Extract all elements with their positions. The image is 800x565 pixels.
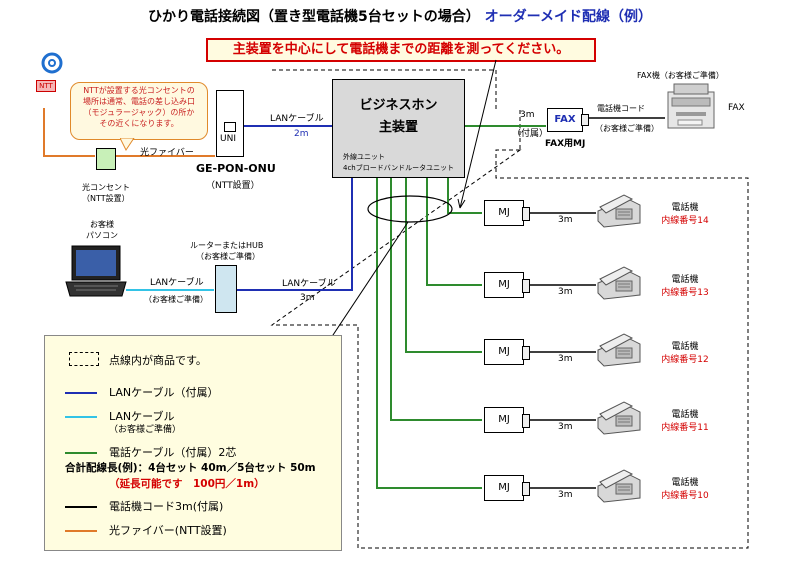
phone-name: 電話機 [671,410,699,420]
title-order: オーダーメイド配線（例） [484,9,653,25]
cord-length: 3m [558,215,573,225]
phone-extension: 内線番号12 [661,355,709,365]
fax-cord-label: 電話機コード [597,104,645,113]
ntt-tag: NTT [36,80,56,92]
mj-jack-icon [522,346,530,360]
ntt-logo-icon [41,52,63,74]
phone-name: 電話機 [671,478,699,488]
phone-label: 電話機内線番号12 [650,339,720,365]
fax-link-note: （付属） [512,129,549,139]
pc-label1: お客様 [90,220,114,229]
phone-extension: 内線番号10 [661,491,709,501]
callout-tail [120,138,135,151]
onu-sub: （NTT設置） [206,181,260,191]
mj-jack-icon [522,279,530,293]
title-main: ひかり電話接続図（置き型電話機5台セットの場合） [147,9,480,25]
phone-extension: 内線番号13 [661,288,709,298]
fax-link-length: 3m [520,110,535,120]
mj-jack-icon [522,207,530,221]
cord-length: 3m [558,490,573,500]
laptop-icon [65,245,127,297]
pc-label2: パソコン [86,231,118,240]
outlet-label: 光コンセント [82,183,130,192]
cord-length: 3m [558,422,573,432]
tel-line-3 [405,176,482,353]
mj-box: MJ [484,272,524,298]
mj-box: MJ [484,339,524,365]
pc-lan-note: （お客様ご準備） [144,295,208,304]
legend: 点線内が商品です。 LANケーブル（付属） LANケーブル （お客様ご準備） 電… [44,335,342,551]
lan-top-length: 2m [294,129,309,139]
telephone-icon [597,469,641,503]
main-unit-title1: ビジネスホン [359,98,438,113]
telephone-icon [597,333,641,367]
cord-length: 3m [558,287,573,297]
phone-label: 電話機内線番号10 [650,475,720,501]
uni-port-icon [224,122,236,132]
legend-dashed-swatch [69,352,99,366]
phone-name: 電話機 [671,203,699,213]
mj-jack-icon [522,414,530,428]
legend-total-length: 合計配線長(例)：4台セット 40m／5台セット 50m [65,462,316,474]
pc-lan-label: LANケーブル [150,278,204,288]
phone-name: 電話機 [671,275,699,285]
telephone-icon [597,266,641,300]
ntt-callout: NTTが設置する光コンセントの 場所は通常、電話の差し込み口 （モジュラージャッ… [70,82,208,140]
phone-label: 電話機内線番号14 [650,200,720,226]
lan-bottom-length: 3m [300,293,315,303]
tel-line-4 [390,176,482,421]
main-unit: ビジネスホン 主装置 外線ユニット 4chブロードバンドルータユニット [332,79,465,178]
tel-line-1 [447,176,482,214]
fax-machine-title: FAX機（お客様ご準備） [637,71,724,80]
fax-mj-caption: FAX用MJ [545,139,586,149]
phone-extension: 内線番号14 [661,216,709,226]
tel-line-5 [376,176,482,489]
phone-label: 電話機内線番号13 [650,272,720,298]
phone-extension: 内線番号11 [661,423,709,433]
optical-outlet [96,148,116,170]
phone-name: 電話機 [671,342,699,352]
lan-bottom-label: LANケーブル [282,279,336,289]
cord-length: 3m [558,354,573,364]
page-title: ひかり電話接続図（置き型電話機5台セットの場合） オーダーメイド配線（例） [0,6,800,26]
arrow-banner [459,59,497,209]
fax-machine-icon [667,83,715,129]
outlet-sub: （NTT設置） [82,194,130,203]
mj-box: MJ [484,407,524,433]
router-label: ルーターまたはHUB [190,241,264,250]
uni-label: UNI [220,134,236,144]
fax-mj-jack-icon [581,114,589,126]
tel-line-2 [426,176,482,286]
fax-machine-label: FAX [728,103,745,113]
router-note: （お客様ご準備） [196,252,260,261]
mj-box: MJ [484,200,524,226]
main-unit-title2: 主装置 [378,120,418,135]
lan-top-label: LANケーブル [270,114,324,124]
fax-cord-note: （お客様ご準備） [595,124,659,133]
instruction-banner: 主装置を中心にして電話機までの距離を測ってください。 [206,38,596,62]
telephone-icon [597,401,641,435]
cable-bundle-ellipse [367,195,453,223]
main-unit-unit2: 4chブロードバンドルータユニット [343,164,455,172]
telephone-icon [597,194,641,228]
fax-mj-box: FAX [547,108,583,132]
fiber-line-left [43,108,95,157]
main-unit-unit1: 外線ユニット [343,153,385,161]
mj-box: MJ [484,475,524,501]
phone-label: 電話機内線番号11 [650,407,720,433]
lan-bottom-line [236,176,353,291]
mj-jack-icon [522,482,530,496]
fiber-label: 光ファイバー [140,148,194,158]
onu-name: GE-PON-ONU [196,162,276,175]
legend-extension: （延長可能です 100円／1m） [109,478,265,490]
router-device [215,265,237,313]
